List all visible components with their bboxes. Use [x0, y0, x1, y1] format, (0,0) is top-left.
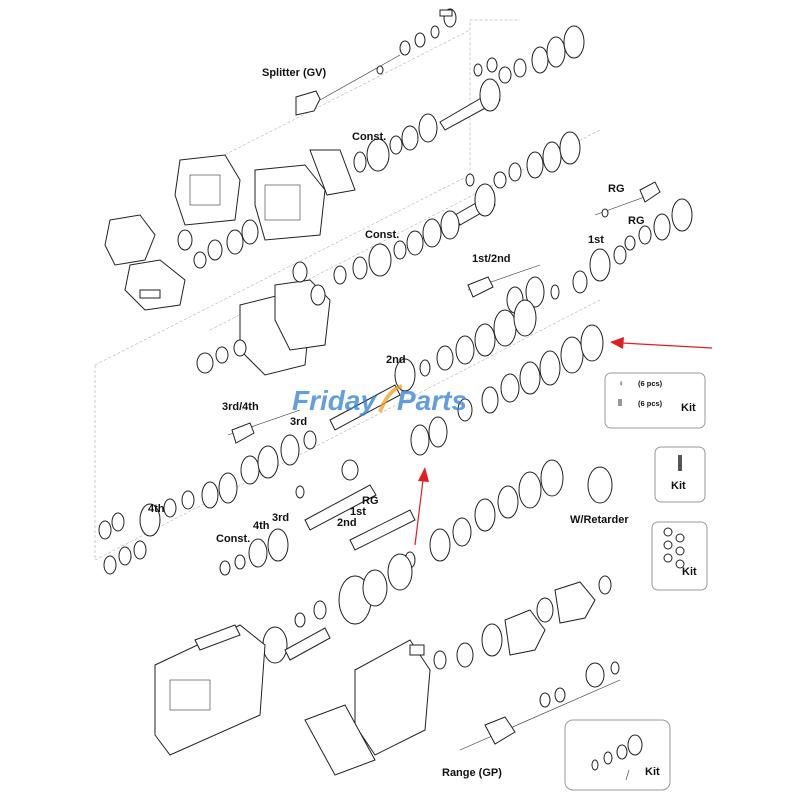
- output-synchro-row: [404, 459, 613, 569]
- splitter-assembly: [295, 8, 457, 116]
- rear-housing-left: [154, 624, 266, 756]
- label-first-right: 1st: [588, 234, 604, 246]
- rg-fork-assembly: [589, 181, 693, 282]
- kit-box-3: Kit: [651, 521, 708, 591]
- nut-icon: [663, 540, 673, 550]
- kit-box-2: Kit: [654, 446, 706, 503]
- countershaft-lower: [295, 459, 416, 551]
- nut-icon: [663, 553, 673, 563]
- nut-icon: [675, 546, 685, 556]
- const-gear-top: [353, 113, 438, 173]
- const-gear-mid: [333, 210, 460, 285]
- arrow-up: [414, 479, 424, 546]
- part-labels: Splitter (GV) Const. RG RG Const. 1st 1s…: [148, 67, 645, 779]
- nut-icon: [675, 533, 685, 543]
- kit-box-1: ♀ (6 pcs) (6 pcs) Kit: [604, 372, 706, 429]
- kit4-label: Kit: [645, 766, 660, 778]
- red-arrows: [414, 337, 713, 546]
- main-shaft-top: [439, 25, 585, 131]
- first-second-fork-assembly: [467, 264, 588, 314]
- label-third-low: 3rd: [272, 512, 289, 524]
- watermark-swoosh-icon: [378, 384, 403, 413]
- arrow-up-head: [418, 467, 429, 482]
- label-first-shaft: 1st: [350, 506, 366, 518]
- watermark-logo: Friday Parts: [292, 384, 467, 416]
- kit1-pcs-b: (6 pcs): [638, 399, 663, 408]
- label-splitter: Splitter (GV): [262, 67, 327, 79]
- label-third-fourth: 3rd/4th: [222, 401, 259, 413]
- label-range: Range (GP): [442, 767, 502, 779]
- kit1-label: Kit: [681, 402, 696, 414]
- watermark-friday: Friday: [292, 385, 377, 416]
- nut-icon: [663, 527, 673, 537]
- arrow-right-head: [610, 337, 624, 349]
- range-fork-assembly: [459, 661, 621, 751]
- pin-icon: ♀: [618, 379, 624, 388]
- kit2-label: Kit: [671, 480, 686, 492]
- range-section: [262, 553, 413, 664]
- kit-box-4: Kit: [564, 719, 671, 791]
- mainshaft-assembly: [329, 299, 537, 431]
- counter-shaft-row: [454, 131, 581, 226]
- label-const-top: Const.: [352, 131, 386, 143]
- label-third: 3rd: [290, 416, 307, 428]
- front-housing: [104, 149, 356, 266]
- kit1-pcs-a: (6 pcs): [638, 379, 663, 388]
- label-const-mid: Const.: [365, 229, 399, 241]
- fourth-gear-row: [98, 472, 238, 540]
- intermediate-housing: [196, 261, 331, 376]
- label-rg-shaft: RG: [362, 495, 379, 507]
- label-fourth-low: 4th: [253, 520, 270, 532]
- arrow-right: [621, 342, 713, 349]
- front-rings: [124, 219, 259, 311]
- label-second: 2nd: [386, 354, 406, 366]
- label-fourth: 4th: [148, 503, 165, 515]
- label-second-shaft: 2nd: [337, 517, 357, 529]
- synchro-rings: [410, 324, 604, 456]
- bushing-icon: [618, 399, 622, 406]
- const-low-row: [103, 528, 289, 576]
- kit3-label: Kit: [682, 566, 697, 578]
- label-first-second: 1st/2nd: [472, 253, 511, 265]
- label-retarder: W/Retarder: [570, 514, 629, 526]
- rear-housing-right: [304, 575, 612, 776]
- nut-icon: [675, 559, 685, 569]
- third-fourth-fork-assembly: [227, 409, 317, 485]
- label-const-low: Const.: [216, 533, 250, 545]
- label-rg-mid: RG: [628, 215, 645, 227]
- bolt-icon: [678, 455, 682, 471]
- watermark-parts: Parts: [397, 385, 467, 416]
- label-rg-top: RG: [608, 183, 625, 195]
